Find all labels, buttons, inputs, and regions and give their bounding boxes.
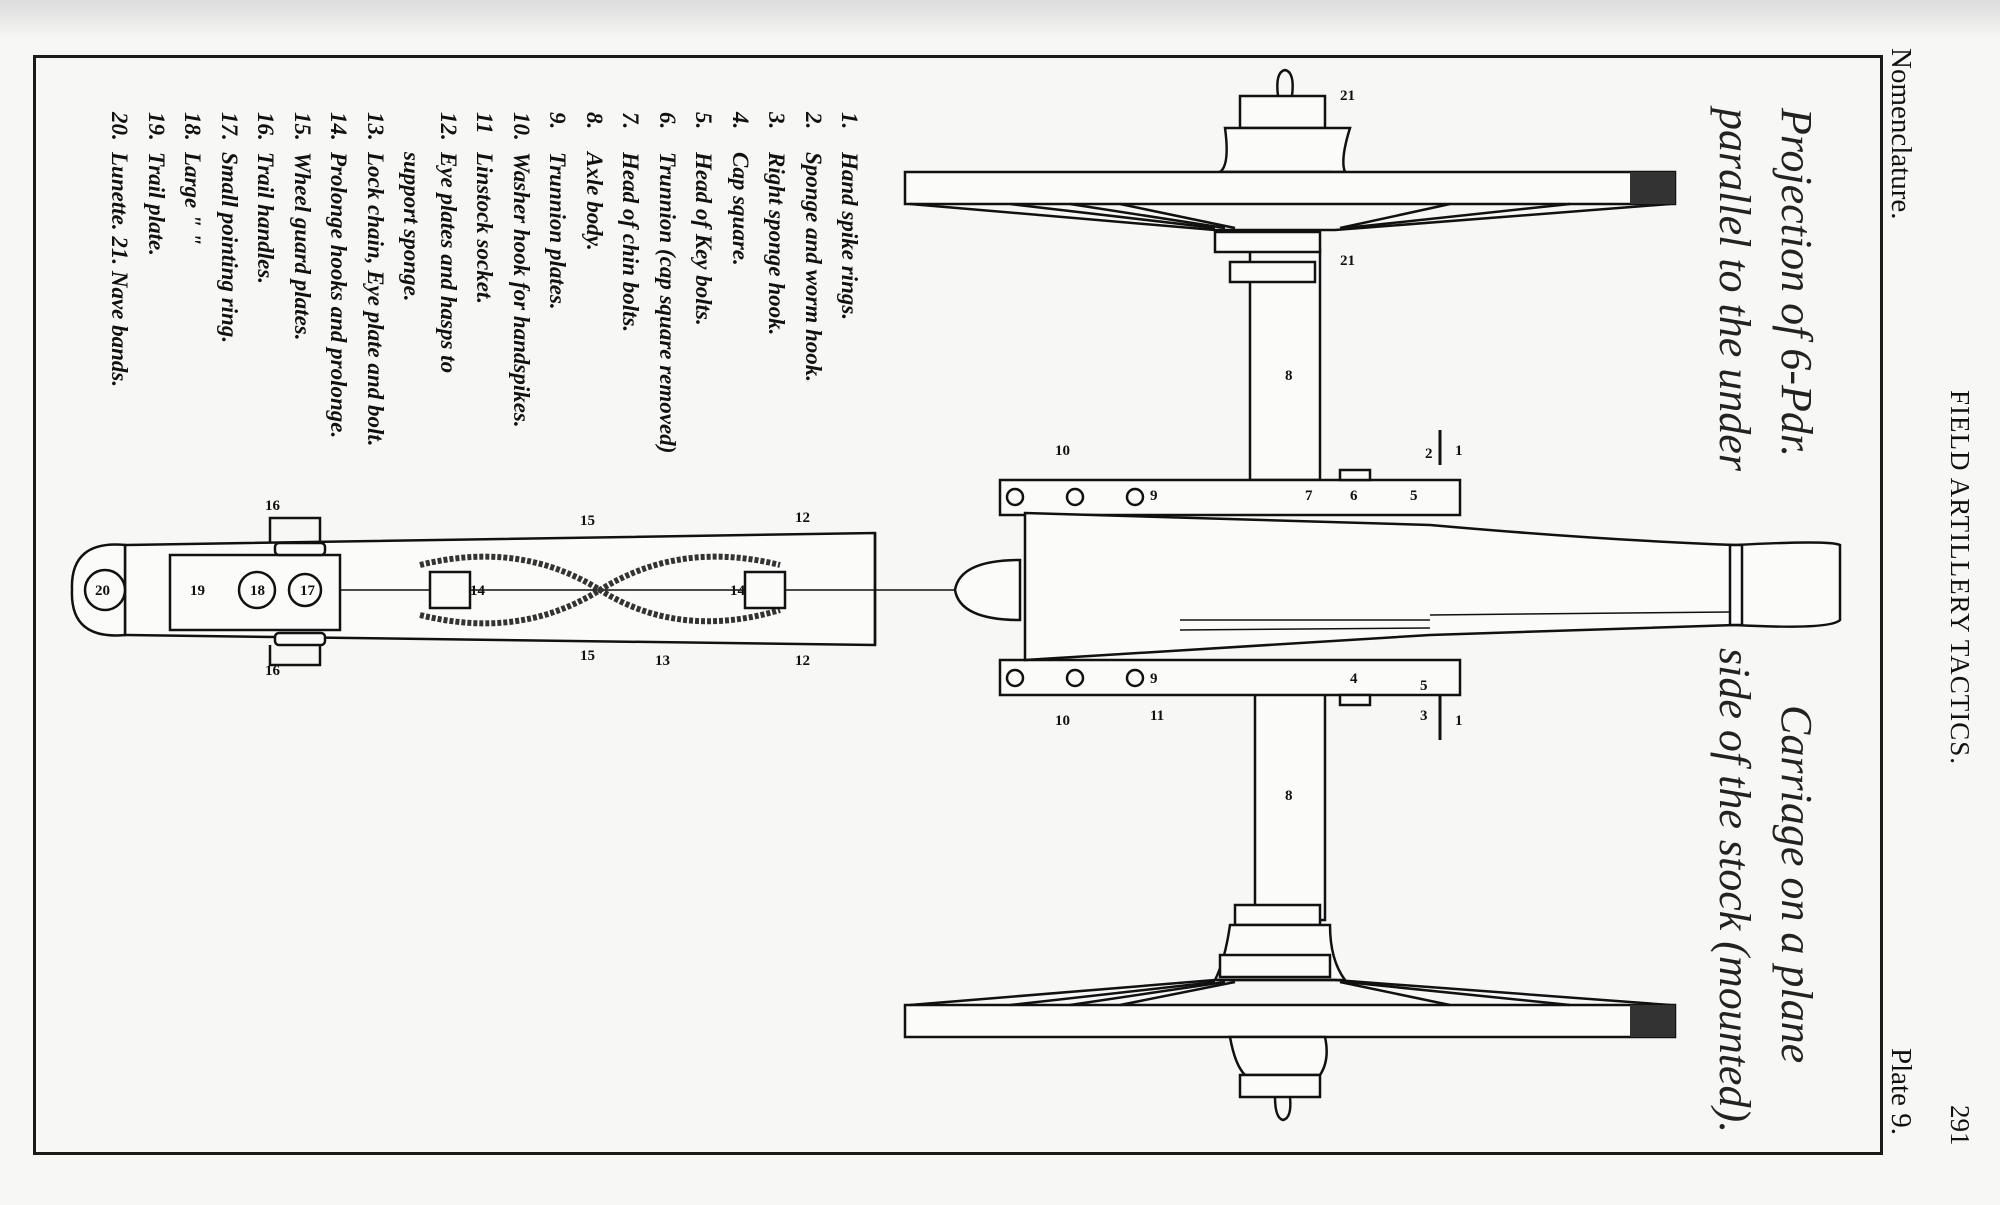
callout-16b: 16 [265, 663, 281, 679]
callout-8b: 8 [1285, 788, 1293, 804]
callout-10b: 10 [1055, 713, 1070, 729]
callout-12: 12 [795, 510, 810, 526]
callout-8: 8 [1285, 368, 1293, 384]
prolonge-rope [419, 553, 781, 627]
callout-20: 20 [95, 583, 110, 599]
plate-border [33, 55, 1883, 1155]
callout-1b: 1 [1455, 713, 1463, 729]
callout-21: 21 [1340, 88, 1355, 104]
callout-19: 19 [190, 583, 205, 599]
callout-5b: 5 [1420, 678, 1428, 694]
cascabel [953, 558, 1022, 622]
callout-21b: 21 [1340, 253, 1355, 269]
axle-body-bottom [1253, 688, 1327, 922]
callout-13: 13 [655, 653, 670, 669]
callout-15b: 15 [580, 648, 595, 664]
callout-18: 18 [250, 583, 265, 599]
callout-9: 9 [1150, 488, 1158, 504]
wheel-bottom [903, 903, 1677, 1122]
callout-2: 2 [1425, 446, 1433, 462]
wheel-top [903, 68, 1677, 284]
callout-4: 4 [1350, 671, 1358, 687]
callout-15: 15 [580, 513, 595, 529]
callout-16: 16 [265, 498, 281, 514]
callout-6: 6 [1350, 488, 1358, 504]
callout-14: 14 [470, 583, 486, 599]
callout-9b: 9 [1150, 671, 1158, 687]
callout-5: 5 [1410, 488, 1418, 504]
axle-body-top [1248, 248, 1322, 482]
scan-shadow [0, 0, 2000, 40]
cannon-barrel [1023, 511, 1842, 662]
callout-11: 11 [1150, 708, 1164, 724]
callout-17: 17 [300, 583, 316, 599]
callout-1: 1 [1455, 443, 1463, 459]
callout-14b: 14 [730, 583, 746, 599]
callout-7: 7 [1305, 488, 1313, 504]
callout-10: 10 [1055, 443, 1070, 459]
callout-3: 3 [1420, 708, 1428, 724]
callout-12b: 12 [795, 653, 810, 669]
